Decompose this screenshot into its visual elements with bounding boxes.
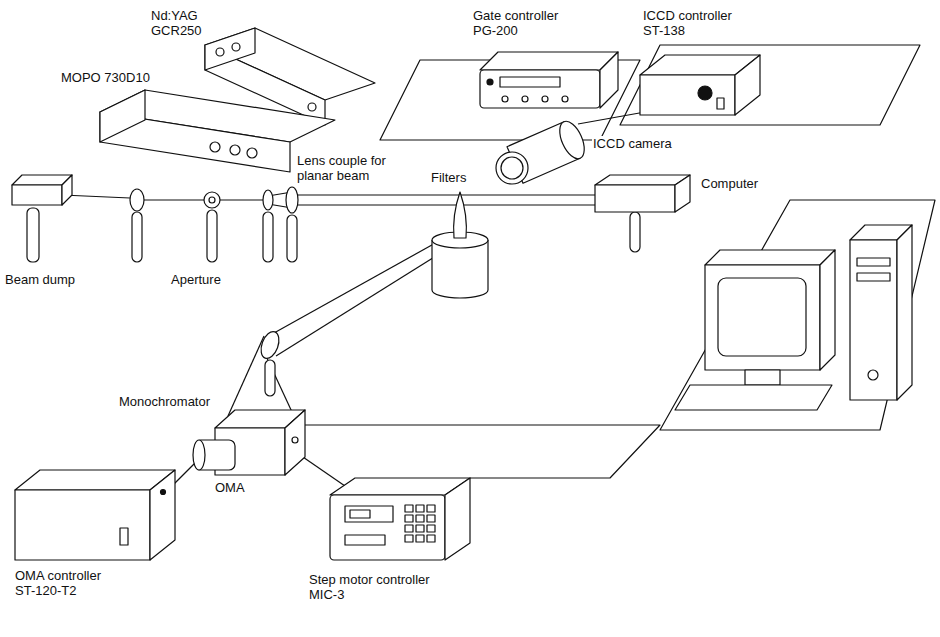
iccd-camera (496, 118, 589, 184)
equipment-label: Aperture (170, 272, 222, 287)
collection-ray (228, 236, 452, 416)
iccd-controller (640, 55, 760, 115)
equipment-label: Computer (700, 176, 759, 191)
oma-controller (15, 470, 175, 560)
collection-lens (258, 329, 283, 396)
beam-dump (12, 175, 72, 262)
gate-controller (480, 52, 618, 108)
equipment-label: OMA (214, 480, 246, 495)
beam-stop (595, 175, 690, 252)
burner (432, 192, 488, 298)
equipment-label: ICCD controller ST-138 (642, 8, 749, 38)
equipment-label: Gate controller PG-200 (472, 8, 574, 38)
oma-detector (193, 440, 235, 470)
equipment-label: Lens couple for planar beam (296, 153, 398, 183)
equipment-label: Beam dump (4, 272, 76, 287)
mirror (130, 189, 144, 262)
equipment-label: ICCD camera (592, 136, 673, 151)
lens-couple (263, 187, 298, 262)
equipment-label: Nd:YAG GCR250 (150, 8, 212, 38)
step-motor-controller (330, 478, 470, 560)
cable (168, 112, 645, 490)
table-plane (305, 45, 935, 478)
equipment-label: Monochromator (118, 394, 211, 409)
equipment-label: Filters (430, 170, 467, 185)
aperture (204, 192, 220, 262)
equipment-label: OMA controller ST-120-T2 (14, 568, 116, 598)
equipment-label: MOPO 730D10 (60, 70, 151, 85)
computer (675, 225, 912, 410)
equipment-label: Step motor controller MIC-3 (308, 572, 438, 602)
